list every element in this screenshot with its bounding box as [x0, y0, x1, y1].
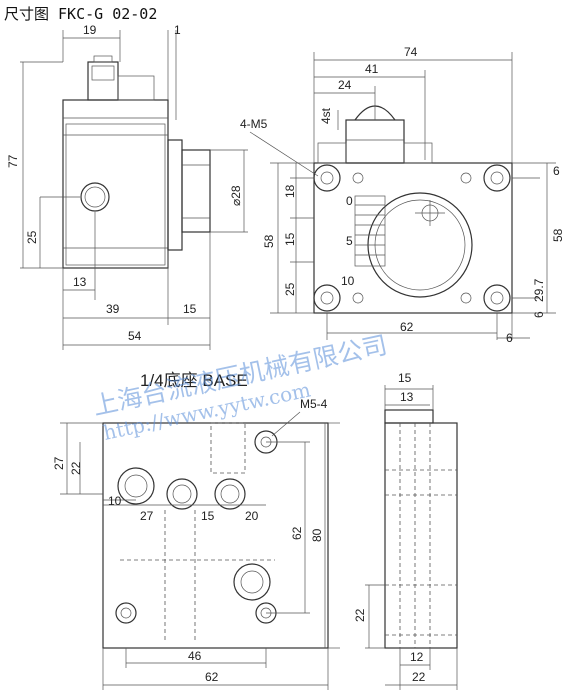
side-dim-15: 15: [398, 371, 412, 385]
base-dim-62-right: 62: [290, 526, 304, 540]
base-side-view: [365, 385, 458, 690]
front-dim-19: 19: [83, 23, 97, 37]
base-dim-27: 27: [140, 509, 154, 523]
front-dim-54: 54: [128, 329, 142, 343]
front-switch-cap: [87, 61, 119, 101]
page-title: 尺寸图 FKC-G 02-02: [4, 5, 158, 23]
right-switch: [345, 119, 405, 164]
right-dim-62: 62: [400, 320, 414, 334]
side-dim-22-bottom: 22: [412, 670, 426, 684]
front-inner-body: [65, 123, 166, 266]
base-plate: [60, 411, 340, 690]
right-scale-0: 0: [346, 194, 353, 208]
base-dim-22-left: 22: [69, 461, 83, 475]
front-dim-77: 77: [6, 154, 20, 168]
right-scale-5: 5: [346, 234, 353, 248]
base-side-outline: [384, 422, 458, 649]
right-dim-41: 41: [365, 62, 379, 76]
side-dim-22: 22: [353, 608, 367, 622]
right-dim-15: 15: [283, 232, 297, 246]
right-dim-29-7: 29.7: [532, 278, 546, 302]
base-port-3: [214, 478, 246, 510]
base-port-1: [117, 467, 155, 505]
front-dim-dia28: ⌀28: [229, 185, 243, 206]
right-scale-10: 10: [341, 274, 355, 288]
right-dim-6b: 6: [532, 311, 546, 318]
side-dim-13: 13: [400, 390, 414, 404]
base-dim-62-bottom: 62: [205, 670, 219, 684]
right-dim-74: 74: [404, 45, 418, 59]
base-port-4: [233, 563, 271, 601]
front-dim-25: 25: [25, 230, 39, 244]
base-plate-outline: [102, 422, 329, 649]
right-dim-25: 25: [283, 282, 297, 296]
front-flange: [167, 139, 183, 251]
base-dim-80: 80: [310, 528, 324, 542]
base-dim-27-left: 27: [52, 456, 66, 470]
base-dim-46: 46: [188, 649, 202, 663]
base-plate-title: 1/4底座 BASE: [140, 371, 248, 390]
front-body: [62, 99, 169, 269]
base-dim-10: 10: [108, 494, 122, 508]
right-dim-18: 18: [283, 184, 297, 198]
right-dim-58-left: 58: [262, 234, 276, 248]
front-dim-15: 15: [183, 302, 197, 316]
front-dim-1: 1: [174, 23, 181, 37]
front-view: [20, 30, 248, 350]
base-dim-15: 15: [201, 509, 215, 523]
right-body: [313, 162, 513, 314]
front-dim-39: 39: [106, 302, 120, 316]
right-dim-6-bottom: 6: [506, 331, 513, 345]
front-port-hole: [80, 182, 110, 212]
right-dim-stroke: 4st: [319, 107, 333, 124]
right-dim-24: 24: [338, 78, 352, 92]
base-dim-20: 20: [245, 509, 259, 523]
right-view: [249, 52, 556, 340]
base-port-2: [166, 478, 198, 510]
right-dim-6: 6: [553, 164, 560, 178]
side-dim-12: 12: [410, 650, 424, 664]
front-cylinder: [181, 149, 211, 233]
right-dim-58-right: 58: [551, 228, 565, 242]
front-dim-13: 13: [73, 275, 87, 289]
base-screw-label: M5-4: [300, 397, 328, 411]
right-dim-screw: 4-M5: [240, 117, 268, 131]
